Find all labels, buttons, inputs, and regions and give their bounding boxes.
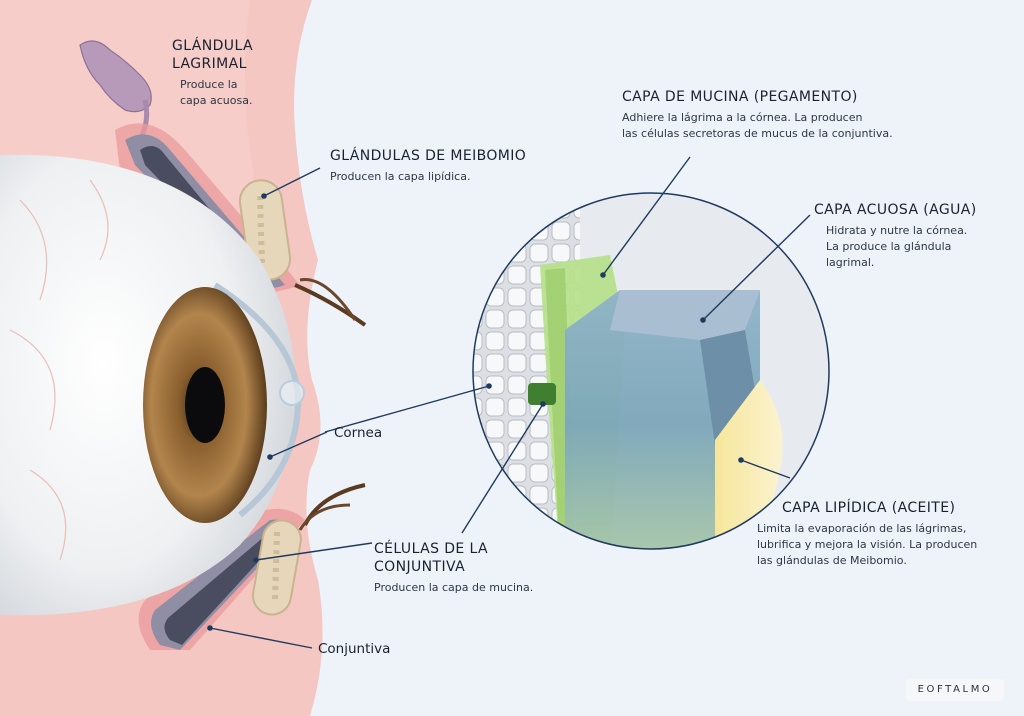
- meibomian-glands-label: GLÁNDULAS DE MEIBOMIO Producen la capa l…: [330, 147, 526, 185]
- aqueous-layer-desc: Hidrata y nutre la córnea. La produce la…: [826, 224, 968, 269]
- conjunctiva-cells-desc: Producen la capa de mucina.: [374, 581, 534, 594]
- conjunctiva-label: Conjuntiva: [318, 641, 391, 657]
- mucin-layer-title: CAPA DE MUCINA (PEGAMENTO): [622, 89, 858, 105]
- lacrimal-gland-label: GLÁNDULA LAGRIMAL Produce la capa acuosa…: [172, 37, 253, 109]
- lipid-layer-label: CAPA LIPÍDICA (ACEITE) Limita la evapora…: [757, 499, 977, 569]
- aqueous-layer-title: CAPA ACUOSA (AGUA): [814, 202, 977, 218]
- conjunctiva-cells-title: CÉLULAS DE LA CONJUNTIVA: [374, 541, 488, 575]
- mucin-layer-desc: Adhiere la lágrima a la córnea. La produ…: [622, 111, 893, 140]
- meibomian-glands-title: GLÁNDULAS DE MEIBOMIO: [330, 148, 527, 164]
- mucin-layer-label: CAPA DE MUCINA (PEGAMENTO) Adhiere la lá…: [622, 88, 893, 142]
- lacrimal-gland-title: GLÁNDULA LAGRIMAL: [172, 38, 253, 72]
- lacrimal-gland-desc: Produce la capa acuosa.: [180, 78, 253, 107]
- aqueous-layer-label: CAPA ACUOSA (AGUA) Hidrata y nutre la có…: [814, 201, 977, 271]
- brand-logo: EOFTALMO: [906, 679, 1004, 701]
- meibomian-glands-desc: Producen la capa lipídica.: [330, 170, 471, 183]
- lipid-layer-title: CAPA LIPÍDICA (ACEITE): [782, 500, 956, 516]
- conjunctiva-cells-label: CÉLULAS DE LA CONJUNTIVA Producen la cap…: [374, 540, 533, 596]
- lipid-layer-desc: Limita la evaporación de las lágrimas, l…: [757, 522, 978, 567]
- cornea-label: Cornea: [334, 425, 383, 441]
